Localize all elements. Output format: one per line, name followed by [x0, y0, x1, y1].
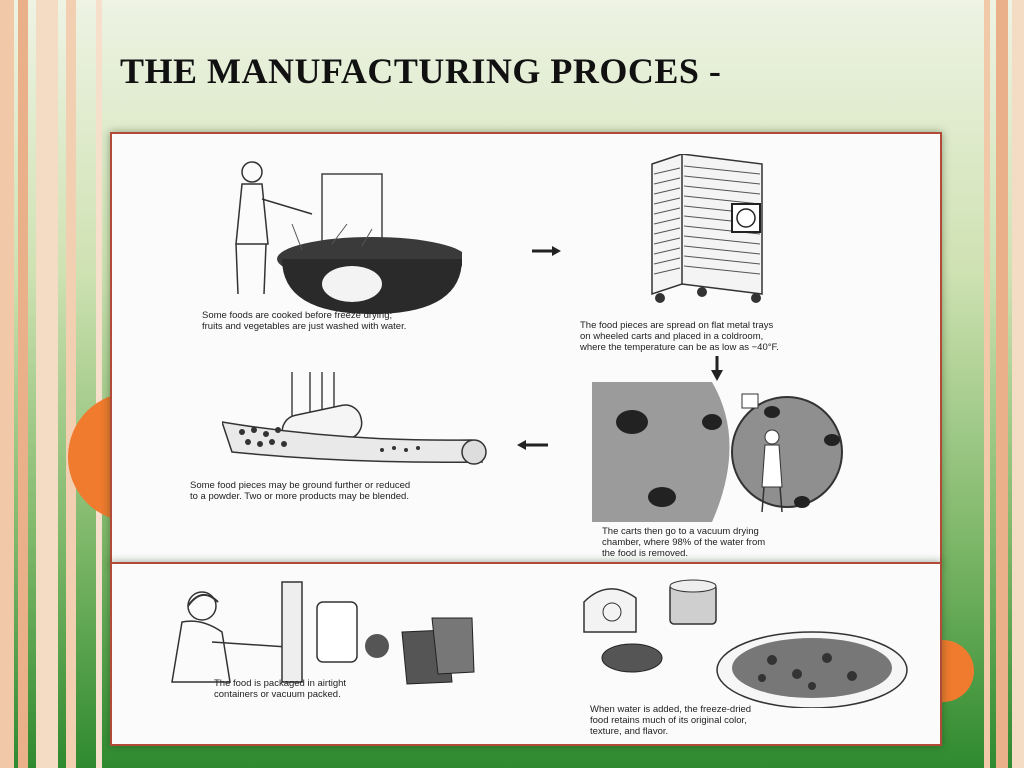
left-arrow-icon	[517, 440, 548, 450]
left-stripe-4	[66, 0, 76, 768]
step-2-caption: The food pieces are spread on flat metal…	[580, 320, 779, 353]
step-3-caption: The carts then go to a vacuum drying cha…	[602, 526, 766, 559]
down-arrow-icon	[711, 356, 723, 381]
rehydrated-food-illustration	[583, 579, 908, 708]
process-diagram-panel: Some foods are cooked before freeze dryi…	[110, 132, 942, 566]
slide-title: THE MANUFACTURING PROCES -	[120, 51, 722, 91]
cooking-worker-illustration	[235, 161, 462, 314]
right-arrow-icon	[532, 246, 561, 256]
step-1-caption: Some foods are cooked before freeze dryi…	[202, 310, 407, 332]
left-stripe-5	[96, 0, 102, 768]
packaging-worker-illustration	[171, 581, 475, 685]
tray-cart-illustration	[651, 154, 763, 303]
right-stripe-1	[984, 0, 990, 768]
grinding-conveyor-illustration	[222, 372, 487, 465]
right-stripe-3	[1012, 0, 1024, 768]
right-stripe-2	[996, 0, 1008, 768]
left-stripe-1	[0, 0, 14, 768]
packaging-panel: The food is packaged in airtight contain…	[110, 562, 942, 746]
step-4-caption: Some food pieces may be ground further o…	[190, 480, 411, 502]
left-stripe-3	[36, 0, 58, 768]
step-6-caption: When water is added, the freeze-dried fo…	[590, 704, 752, 737]
step-5-caption: The food is packaged in airtight contain…	[214, 678, 347, 700]
left-stripe-2	[18, 0, 28, 768]
vacuum-chamber-illustration	[592, 382, 843, 522]
